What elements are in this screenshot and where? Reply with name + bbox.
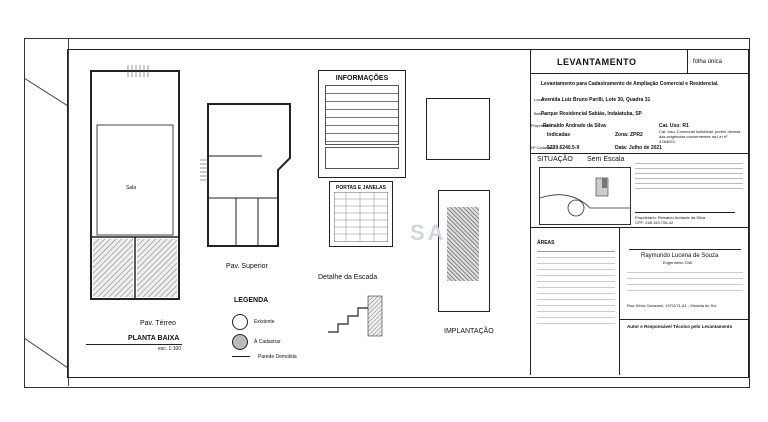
label-planta-baixa: PLANTA BAIXA xyxy=(128,335,180,342)
label-detalhe-escada: Detalhe da Escada xyxy=(318,274,378,281)
resp-title: Engenheiro Civil xyxy=(663,260,693,265)
legend-cadastrar-swatch xyxy=(232,334,248,350)
resp-registration-lines xyxy=(627,267,743,297)
observacao-box xyxy=(426,98,490,160)
bairro-value: Parque Residencial Sabiás, Indaiatuba, S… xyxy=(541,111,642,117)
site-plan xyxy=(438,190,490,312)
label-pav-superior: Pav. Superior xyxy=(226,263,268,270)
info-box: INFORMAÇÕES xyxy=(318,70,406,178)
room-label-sala: Sala xyxy=(126,185,137,191)
label-implantacao: IMPLANTAÇÃO xyxy=(444,328,494,335)
plan-upper-floor xyxy=(200,98,300,253)
project-description: Levantamento para Cadastramento de Ampli… xyxy=(541,81,719,87)
sheet-number: folha única xyxy=(693,59,723,65)
drawing-sheet xyxy=(24,38,750,388)
legend-demolida-swatch xyxy=(232,356,250,357)
info-title: INFORMAÇÕES xyxy=(335,75,389,82)
label-escala-terreo: esc. 1:100 xyxy=(158,346,182,352)
drawing-frame xyxy=(67,49,749,378)
sign-owner: Proprietário: Reinaldo Andrade da Silva xyxy=(635,215,706,220)
areas-table: ÁREAS xyxy=(537,231,615,331)
resp-name: Raymundo Lucena de Souza xyxy=(641,253,719,259)
situacao-title: SITUAÇÃO xyxy=(537,156,573,163)
title-block-header: LEVANTAMENTO folha única xyxy=(531,49,748,74)
situation-map xyxy=(539,167,631,225)
local-value: Avenida Luiz Bruno Parilli, Lote 30, Qua… xyxy=(541,97,651,103)
sign-cpf: CPF: 248.153.706-42 xyxy=(635,220,674,225)
proprietario-label: Proprietário xyxy=(531,123,552,128)
legend-cadastrar-label: À Cadastrar xyxy=(254,339,281,345)
legenda-title: LEGENDA xyxy=(234,297,269,304)
bairro-label: Bairro xyxy=(534,111,545,116)
cat-uso-detail: Cat. Uso: Comercial Individual, porém di… xyxy=(659,129,741,144)
resp-address: Rua Sílvio Canavesi, 197/2/71,A1 - Morad… xyxy=(627,303,717,308)
title-underline xyxy=(86,344,182,345)
cat-uso: Cat. Uso: R1 xyxy=(659,123,689,129)
cadastral-label: Nº Cadastral xyxy=(531,145,554,150)
proprietario-value: Reinaldo Andrade da Silva xyxy=(543,123,606,129)
data: Data: Julho de 2021 xyxy=(615,145,662,151)
indicadas: Indicadas xyxy=(547,132,571,138)
label-pav-terreo: Pav. Térreo xyxy=(140,320,176,327)
info-table xyxy=(325,85,399,145)
local-label: Local xyxy=(534,97,544,102)
legend-existing-swatch xyxy=(232,314,248,330)
zona: Zona: ZPR2 xyxy=(615,132,643,138)
declaration-text xyxy=(635,159,743,209)
site-building xyxy=(447,207,479,281)
info-note xyxy=(325,147,399,169)
stair-detail xyxy=(320,290,390,348)
areas-title: ÁREAS xyxy=(537,240,555,246)
plan-ground-floor: Sala xyxy=(88,63,180,303)
cadastral-value: 5239.6240.5-9 xyxy=(547,145,580,151)
resp-footer: Autor e Responsável Técnico pelo Levanta… xyxy=(627,324,733,329)
legend-existing-label: Existente xyxy=(254,319,275,325)
legend-demolida-label: Parede Demolida xyxy=(258,354,297,360)
portas-title: PORTAS E JANELAS xyxy=(336,185,386,191)
title-levantamento: LEVANTAMENTO xyxy=(557,57,637,67)
sem-escala: Sem Escala xyxy=(587,156,625,163)
watermark: SA xyxy=(410,220,447,245)
title-block: LEVANTAMENTO folha única Levantamento pa… xyxy=(530,49,748,375)
portas-janelas-table: PORTAS E JANELAS xyxy=(329,181,393,247)
sheet-fold-margin xyxy=(24,38,69,386)
